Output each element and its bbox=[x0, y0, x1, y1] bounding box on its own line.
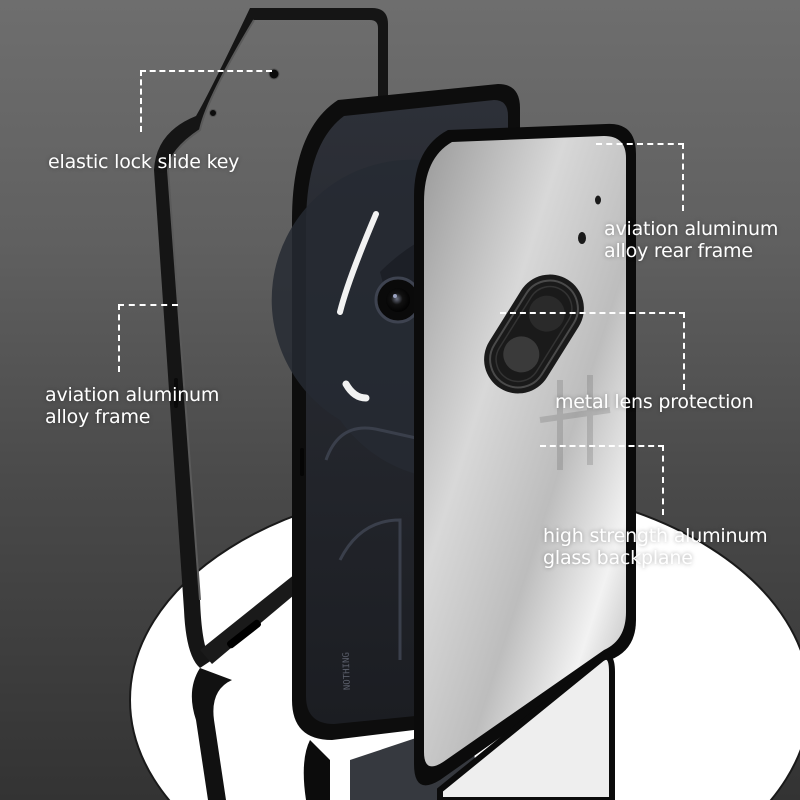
callout-backplane: high strength aluminum glass backplane bbox=[543, 525, 768, 569]
leader-line-lock-key bbox=[140, 70, 272, 132]
glyph-light-dot bbox=[342, 380, 370, 402]
leader-line-lens bbox=[500, 312, 685, 390]
callout-frame: aviation aluminum alloy frame bbox=[45, 384, 219, 428]
callout-frame-line-2: alloy frame bbox=[45, 406, 151, 428]
callout-rear-frame: aviation aluminum alloy rear frame bbox=[604, 218, 778, 262]
metal-lens-ring bbox=[484, 274, 584, 394]
glyph-light-arc bbox=[337, 211, 379, 315]
callout-lock-key-line-1: elastic lock slide key bbox=[48, 151, 240, 173]
brand-mark: NOTHING bbox=[342, 652, 353, 690]
callout-frame-line-1: aviation aluminum bbox=[45, 384, 220, 406]
leader-line-rear-frame bbox=[596, 143, 684, 211]
alloy-frame bbox=[154, 8, 388, 668]
rear-case bbox=[414, 123, 636, 786]
callout-backplane-line-1: high strength aluminum bbox=[543, 525, 768, 547]
leader-line-backplane bbox=[540, 445, 664, 515]
leader-line-frame bbox=[118, 304, 178, 372]
callout-lock-key: elastic lock slide key bbox=[48, 151, 239, 173]
callout-lens: metal lens protection bbox=[555, 391, 754, 413]
callout-rear-frame-line-2: alloy rear frame bbox=[604, 240, 753, 262]
callout-lens-line-1: metal lens protection bbox=[555, 391, 754, 413]
callout-rear-frame-line-1: aviation aluminum bbox=[604, 218, 779, 240]
callout-backplane-line-2: glass backplane bbox=[543, 547, 693, 569]
